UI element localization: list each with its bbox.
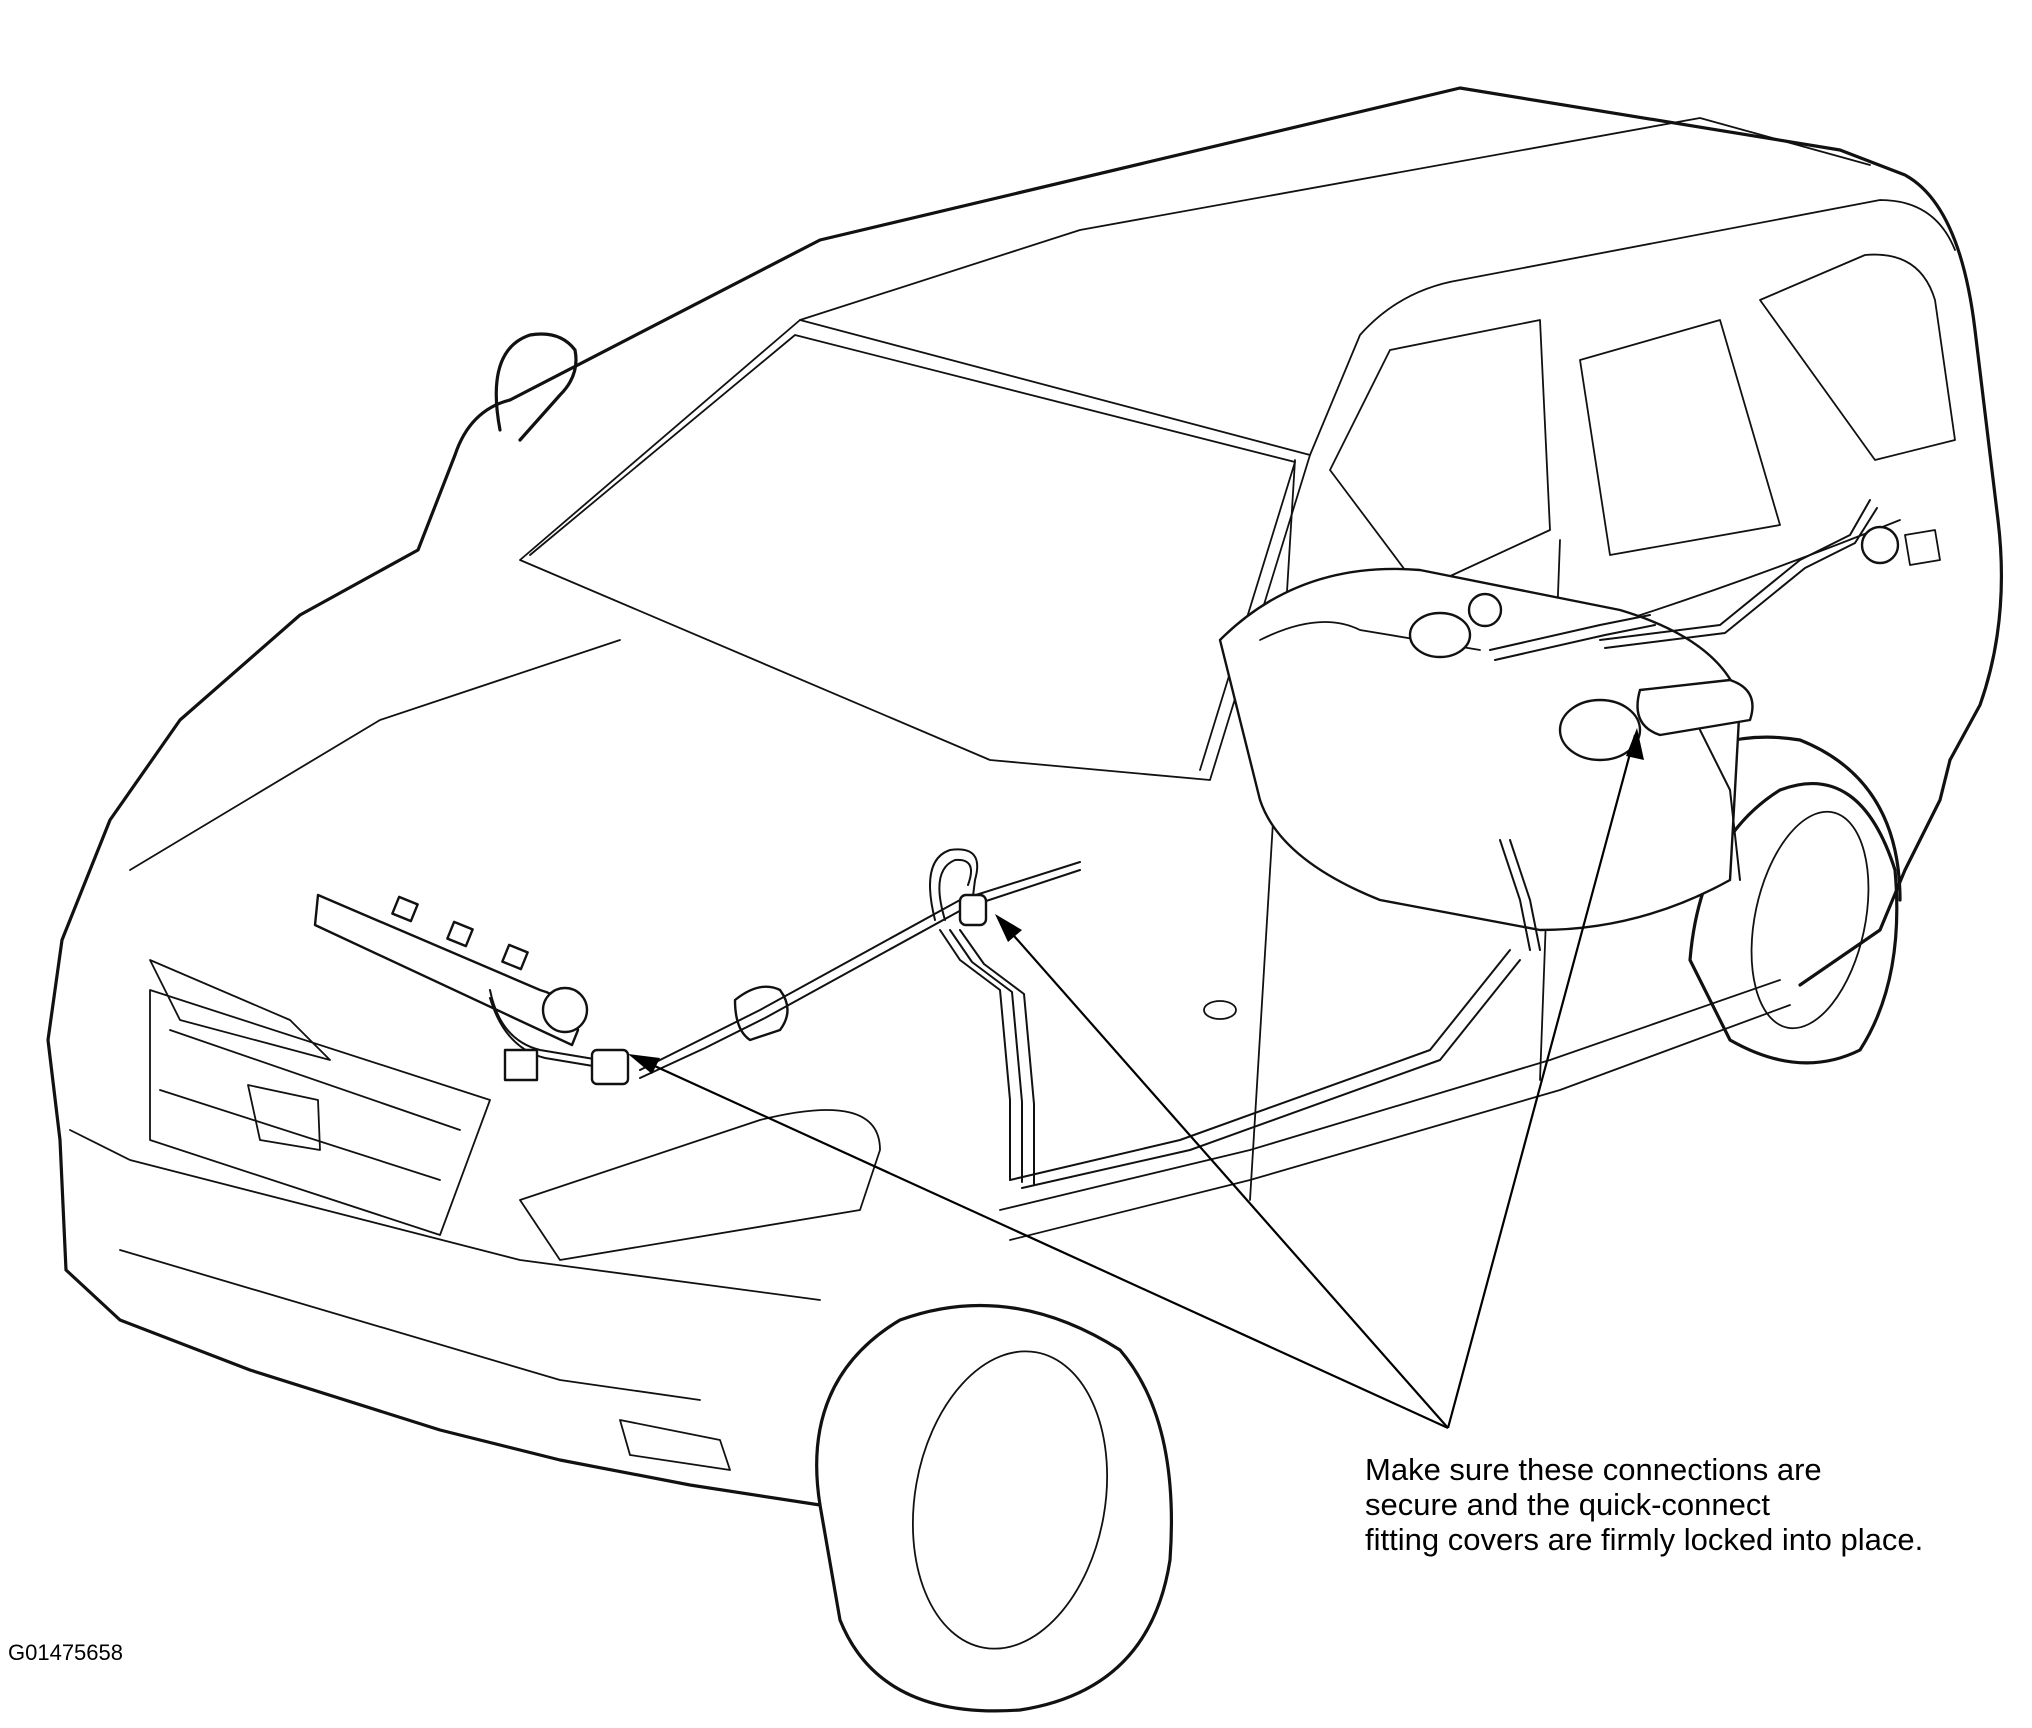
- grille: [149, 989, 491, 1236]
- connector-front: [503, 1048, 539, 1082]
- fuel-pump: [1558, 698, 1642, 762]
- arrowhead-engine: [995, 914, 1022, 942]
- arrowhead-rail: [628, 1054, 660, 1074]
- front-wheel: [815, 1303, 1174, 1713]
- callout-line-2: secure and the quick-connect: [1365, 1487, 1770, 1522]
- arrowhead-tank: [1626, 728, 1644, 760]
- front-door-window: [1329, 319, 1551, 591]
- fuel-rail: [313, 893, 580, 1047]
- callout-line-1: Make sure these connections are: [1365, 1452, 1822, 1487]
- quarter-window: [1759, 253, 1956, 461]
- hood-outline: [46, 398, 822, 1507]
- callout-note: Make sure these connections are secure a…: [1365, 1452, 2025, 1557]
- side-mirror: [494, 332, 578, 442]
- wheels: [815, 781, 1899, 1713]
- leader-to-engine-connection: [999, 919, 1449, 1429]
- fuel-filter: [733, 985, 789, 1042]
- figure-id: G01475658: [8, 1640, 123, 1665]
- headlight: [519, 1109, 881, 1261]
- roof-outline: [508, 86, 2004, 762]
- leader-to-rail-connection: [634, 1055, 1449, 1430]
- fuel-tank: [1218, 567, 1742, 932]
- callout-line-3: fitting covers are firmly locked into pl…: [1365, 1522, 1924, 1557]
- fuel-system: [313, 499, 1900, 1189]
- leader-to-tank-connection: [1446, 734, 1637, 1429]
- emblem: [247, 1084, 321, 1151]
- pressure-regulator: [541, 986, 589, 1034]
- line-loop: [929, 848, 979, 921]
- windshield: [519, 319, 1311, 781]
- evap-canister: [1636, 678, 1754, 737]
- callout-leaders: [628, 728, 1644, 1430]
- rear-door-window: [1579, 319, 1781, 556]
- rear-outline: [1798, 758, 1952, 987]
